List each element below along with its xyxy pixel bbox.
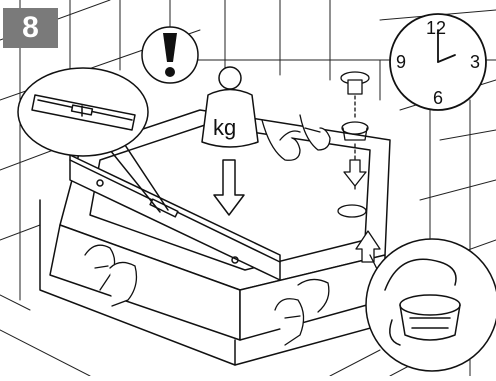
clock-numeral-3: 3	[470, 52, 480, 72]
drain-magnifier	[366, 239, 496, 371]
weight-icon: kg	[202, 67, 258, 147]
clock-numeral-9: 9	[396, 52, 406, 72]
clock-icon: 12 3 6 9	[390, 14, 486, 110]
clock-numeral-12: 12	[426, 18, 446, 38]
exclamation-icon	[142, 27, 198, 83]
step-number-badge: 8	[3, 8, 58, 48]
clock-numeral-6: 6	[433, 88, 443, 108]
weight-label: kg	[213, 115, 236, 140]
